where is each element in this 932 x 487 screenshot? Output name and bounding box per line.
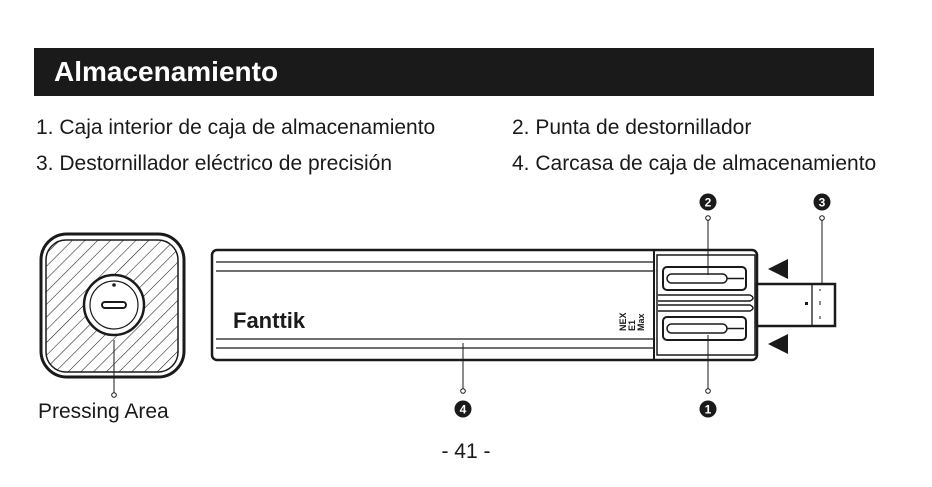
- inner-box: [657, 216, 755, 394]
- callout-badge-3: 3: [814, 194, 831, 211]
- callout-badge-2: 2: [700, 194, 717, 211]
- section-title: Almacenamiento: [54, 54, 278, 90]
- section-header-bar: Almacenamiento: [34, 48, 874, 96]
- device-end-view: [41, 234, 184, 397]
- brand-logo: Fanttik: [233, 308, 306, 333]
- list-item-screwdriver-bit: 2. Punta de destornillador: [512, 115, 751, 141]
- arrow-left-icon: [768, 259, 788, 279]
- list-item-box-shell: 4. Carcasa de caja de almacenamiento: [512, 151, 876, 177]
- list-item-inner-box: 1. Caja interior de caja de almacenamien…: [36, 115, 435, 141]
- model-mark: NEX E1 Max: [618, 312, 646, 331]
- callout-badge-1: 1: [700, 401, 717, 418]
- electric-screwdriver: [757, 216, 835, 326]
- list-item-electric-screwdriver: 3. Destornillador eléctrico de precisión: [36, 151, 392, 177]
- storage-illustration: Fanttik NEX E1 Max: [0, 185, 932, 425]
- pressing-area-label: Pressing Area: [38, 399, 169, 425]
- svg-text:1: 1: [705, 403, 712, 417]
- page-number: - 41 -: [0, 439, 932, 465]
- callout-badge-4: 4: [455, 401, 472, 418]
- svg-text:Max: Max: [636, 313, 646, 331]
- svg-text:4: 4: [460, 403, 467, 417]
- svg-text:2: 2: [705, 196, 712, 210]
- arrow-left-icon: [768, 334, 788, 354]
- svg-text:3: 3: [819, 196, 826, 210]
